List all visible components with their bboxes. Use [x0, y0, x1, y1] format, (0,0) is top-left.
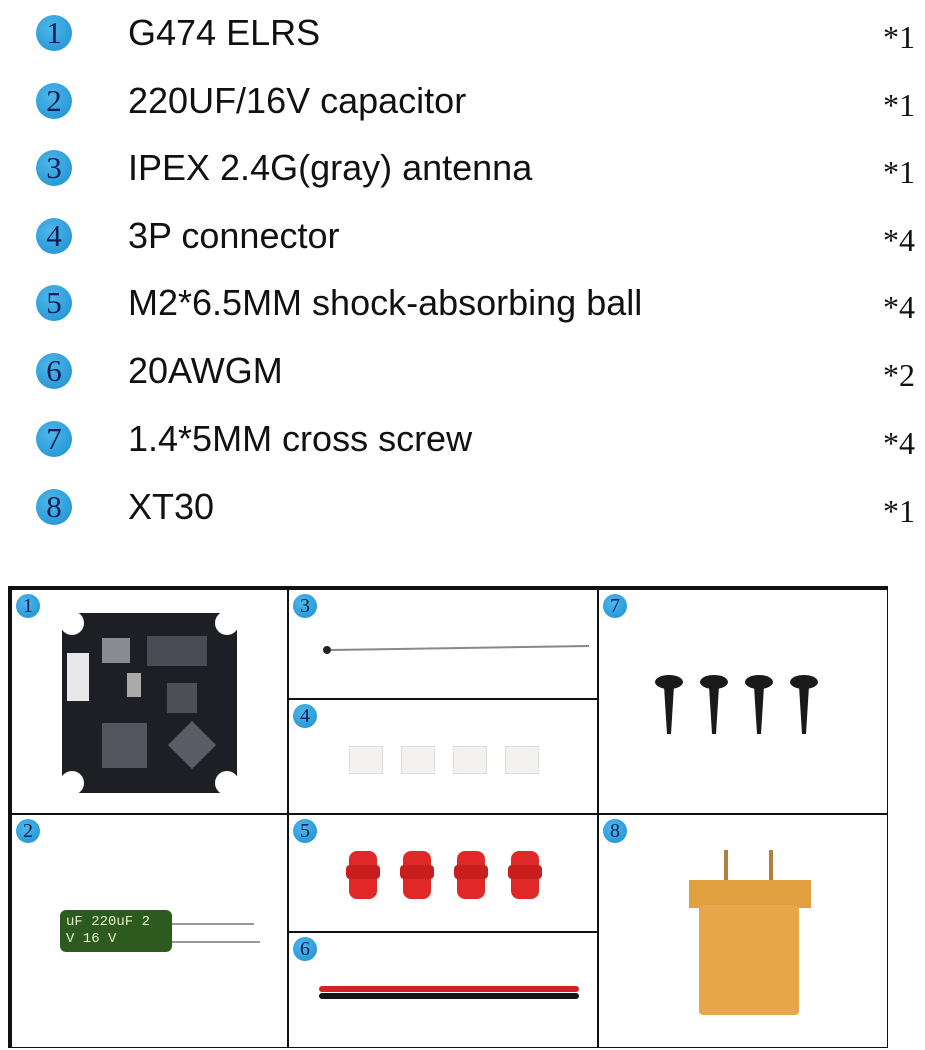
antenna-image: [323, 645, 589, 654]
shock-ball-image: [346, 851, 380, 899]
black-wire-image: [319, 993, 579, 999]
item-qty: *1: [883, 19, 915, 55]
item-name: M2*6.5MM shock-absorbing ball: [128, 282, 643, 323]
connector-image: [401, 746, 435, 774]
number-badge: 4: [36, 218, 72, 254]
red-wire-image: [319, 986, 579, 992]
shock-ball-image: [508, 851, 542, 899]
item-name: XT30: [128, 486, 215, 527]
connector-image: [453, 746, 487, 774]
number-badge: 4: [293, 704, 317, 728]
flight-controller-image: [60, 611, 239, 795]
number-badge: 1: [36, 15, 72, 51]
item-name: 3P connector: [128, 215, 340, 256]
number-badge: 7: [36, 421, 72, 457]
connector-image: [349, 746, 383, 774]
item-qty: *4: [883, 425, 915, 461]
shock-ball-image: [400, 851, 434, 899]
item-name: 220UF/16V capacitor: [128, 80, 467, 121]
number-badge: 3: [293, 594, 317, 618]
number-badge: 8: [603, 819, 627, 843]
cell-xt30: 8: [598, 814, 888, 1048]
item-name: 1.4*5MM cross screw: [128, 418, 473, 459]
number-badge: 5: [293, 819, 317, 843]
number-badge: 2: [16, 819, 40, 843]
number-badge: 8: [36, 489, 72, 525]
cell-capacitor: 2 uF 220uF 2 V 16 V: [11, 814, 288, 1048]
list-item: 2 220UF/16V capacitor *1: [0, 71, 925, 131]
number-badge: 6: [36, 353, 72, 389]
number-badge: 1: [16, 594, 40, 618]
number-badge: 5: [36, 285, 72, 321]
item-qty: *4: [883, 222, 915, 258]
cell-wire: 6: [288, 932, 598, 1048]
item-qty: *1: [883, 154, 915, 190]
capacitor-image: uF 220uF 2 V 16 V: [60, 910, 172, 952]
item-name: G474 ELRS: [128, 12, 321, 53]
list-item: 3 IPEX 2.4G(gray) antenna *1: [0, 138, 925, 198]
connector-image: [505, 746, 539, 774]
capacitor-print: uF 220uF 2: [66, 914, 151, 930]
cell-connectors: 4: [288, 699, 598, 814]
screws-image: [655, 675, 818, 734]
item-qty: *4: [883, 289, 915, 325]
item-qty: *1: [883, 87, 915, 123]
cell-flight-controller: 1: [11, 589, 288, 814]
cell-shock-balls: 5: [288, 814, 598, 932]
item-name: IPEX 2.4G(gray) antenna: [128, 147, 533, 188]
list-item: 5 M2*6.5MM shock-absorbing ball *4: [0, 273, 925, 333]
number-badge: 2: [36, 83, 72, 119]
number-badge: 7: [603, 594, 627, 618]
list-item: 6 20AWGM *2: [0, 341, 925, 401]
list-item: 7 1.4*5MM cross screw *4: [0, 409, 925, 469]
item-name: 20AWGM: [128, 350, 283, 391]
item-qty: *2: [883, 357, 915, 393]
parts-photo-grid: 1 2 uF 220uF 2 V 16 V 3 4 5 6 7: [8, 586, 888, 1048]
list-item: 8 XT30 *1: [0, 477, 925, 537]
cell-screws: 7: [598, 589, 888, 814]
number-badge: 6: [293, 937, 317, 961]
xt30-image: [689, 850, 811, 1015]
list-item: 4 3P connector *4: [0, 206, 925, 266]
item-qty: *1: [883, 493, 915, 529]
cell-antenna: 3: [288, 589, 598, 699]
shock-ball-image: [454, 851, 488, 899]
number-badge: 3: [36, 150, 72, 186]
capacitor-print: V 16 V: [66, 931, 117, 947]
list-item: 1 G474 ELRS *1: [0, 3, 925, 63]
